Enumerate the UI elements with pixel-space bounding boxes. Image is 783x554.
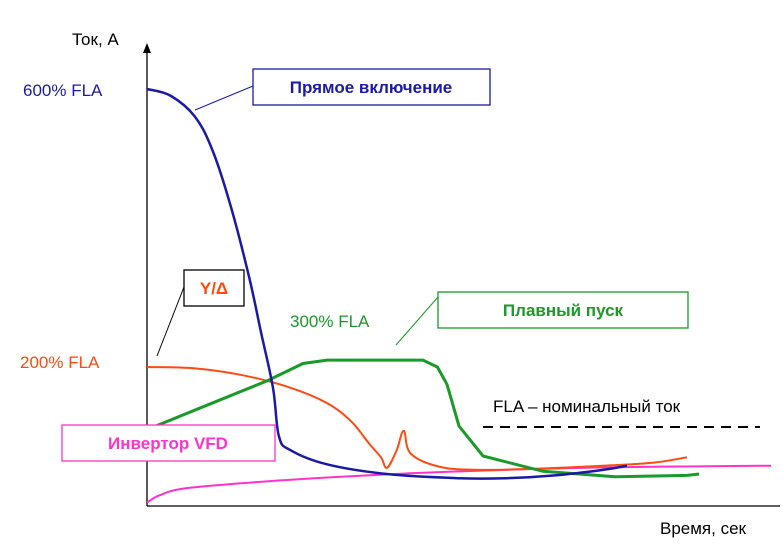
svg-text:Прямое включение: Прямое включение [290, 78, 453, 97]
legend-box-soft-start: Плавный пуск [437, 291, 689, 329]
series-vfd-line [146, 464, 772, 504]
svg-text:Плавный пуск: Плавный пуск [503, 301, 624, 320]
fla-reference-label: FLA – номинальный ток [493, 397, 681, 416]
svg-text:Инвертор VFD: Инвертор VFD [108, 434, 228, 453]
leader-soft-start [395, 296, 439, 346]
leader-wye-delta [156, 286, 185, 357]
legend-box-wye-delta: Y/Δ [183, 269, 245, 307]
leader-dol [194, 85, 254, 111]
annotation-200-fla: 200% FLA [20, 353, 100, 372]
y-axis-arrow [143, 43, 151, 53]
legend-box-dol: Прямое включение [252, 68, 491, 106]
series-wye-delta-line [146, 366, 688, 471]
annotation-300-fla: 300% FLA [290, 312, 370, 331]
annotation-600-fla: 600% FLA [23, 81, 103, 100]
series-dol-line [146, 87, 628, 480]
y-axis-label: Ток, А [72, 30, 119, 49]
legend-box-vfd: Инвертор VFD [61, 424, 276, 462]
svg-text:Y/Δ: Y/Δ [200, 279, 228, 298]
x-axis-label: Время, сек [660, 519, 747, 538]
